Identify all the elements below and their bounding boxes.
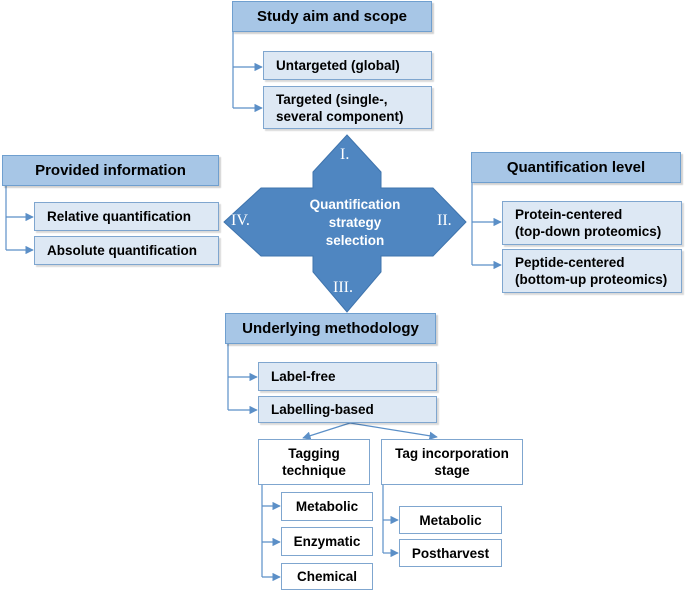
center-label: Quantification strategy selection — [309, 197, 401, 248]
incorporation-stage-box: Tag incorporation stage — [381, 439, 523, 485]
provided-info-relative: Relative quantification — [34, 202, 219, 231]
tagging-enzymatic: Enzymatic — [281, 527, 373, 556]
methodology-label-free: Label-free — [258, 362, 437, 391]
incorporation-postharvest: Postharvest — [399, 539, 502, 567]
study-aim-untargeted: Untargeted (global) — [263, 51, 432, 80]
methodology-labelling-based: Labelling-based — [258, 396, 437, 423]
study-aim-targeted: Targeted (single-, several component) — [263, 86, 432, 129]
arrow-label-up: I. — [340, 146, 350, 163]
central-cross-arrow — [223, 134, 467, 313]
quant-level-protein: Protein-centered (top-down proteomics) — [502, 201, 682, 245]
incorporation-metabolic: Metabolic — [399, 506, 502, 534]
tagging-metabolic: Metabolic — [281, 492, 373, 521]
arrow-label-down: III. — [333, 279, 353, 296]
quant-level-header: Quantification level — [471, 152, 681, 183]
provided-info-absolute: Absolute quantification — [34, 236, 219, 265]
methodology-header: Underlying methodology — [225, 313, 436, 344]
connectors — [5, 32, 502, 582]
tagging-chemical: Chemical — [281, 563, 373, 590]
provided-info-header: Provided information — [2, 155, 219, 186]
arrow-label-right: II. — [437, 212, 452, 229]
study-aim-header: Study aim and scope — [232, 1, 432, 32]
tagging-technique-box: Tagging technique — [258, 439, 370, 485]
quant-level-peptide: Peptide-centered (bottom-up proteomics) — [502, 249, 682, 293]
arrow-label-left: IV. — [231, 212, 250, 229]
